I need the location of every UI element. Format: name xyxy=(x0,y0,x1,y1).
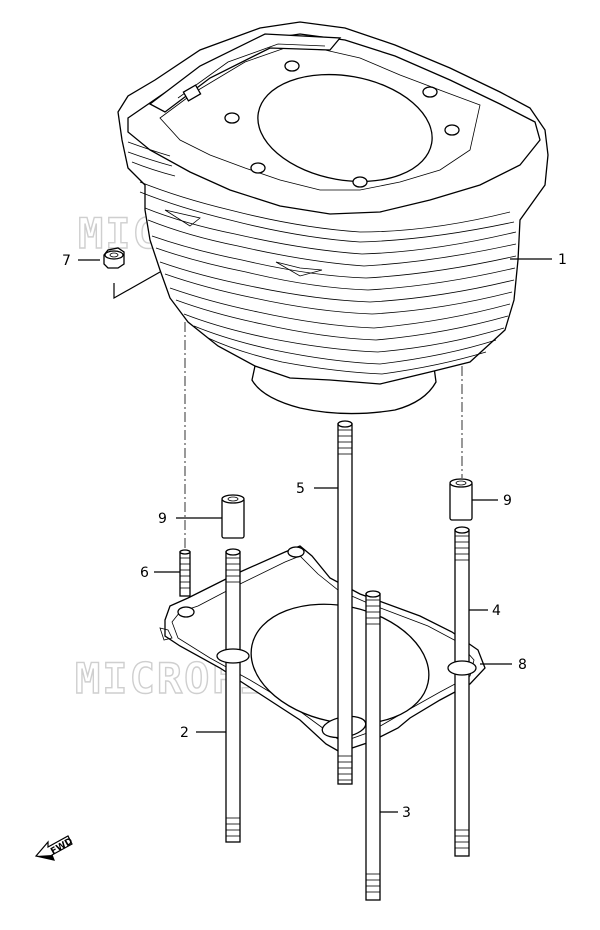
base-gasket[interactable] xyxy=(159,545,486,753)
stud-5[interactable] xyxy=(337,420,353,785)
bolt-hole xyxy=(284,60,300,72)
leader-bracket-7 xyxy=(113,271,161,300)
cylinder-bore xyxy=(257,73,433,183)
gasket-tab xyxy=(159,627,173,641)
callout-2[interactable]: 2 xyxy=(180,725,189,741)
tunnel-tab xyxy=(182,84,202,102)
callout-8[interactable]: 8 xyxy=(518,657,527,673)
callout-4[interactable]: 4 xyxy=(492,603,501,619)
callout-6[interactable]: 6 xyxy=(140,565,149,581)
callout-7[interactable]: 7 xyxy=(62,253,71,269)
bolt-hole xyxy=(444,124,460,136)
bolt-hole xyxy=(224,112,240,124)
callout-5[interactable]: 5 xyxy=(296,481,305,497)
stud-3[interactable] xyxy=(365,590,381,901)
cylinder[interactable] xyxy=(117,21,549,415)
callout-9-right[interactable]: 9 xyxy=(503,493,512,509)
callout-9-left[interactable]: 9 xyxy=(158,511,167,527)
stud-4[interactable] xyxy=(447,526,477,857)
bolt-hole xyxy=(250,162,266,174)
callout-1[interactable]: 1 xyxy=(558,252,567,268)
callout-3[interactable]: 3 xyxy=(402,805,411,821)
dowel-9-right[interactable] xyxy=(449,478,473,521)
bolt-hole xyxy=(422,86,438,98)
cam-chain-tunnel xyxy=(148,33,342,113)
nut-7[interactable] xyxy=(103,247,125,269)
dowel-9-left[interactable] xyxy=(221,494,245,539)
cam-chain-edge xyxy=(177,43,326,99)
stud-2[interactable] xyxy=(216,548,250,843)
cooling-fins xyxy=(127,141,517,375)
gasket-hole xyxy=(177,606,195,618)
gasket-hole xyxy=(287,546,305,558)
fwd-arrow-icon: FWD xyxy=(34,835,75,861)
stud-6[interactable] xyxy=(179,549,191,597)
bolt-hole xyxy=(352,176,368,188)
